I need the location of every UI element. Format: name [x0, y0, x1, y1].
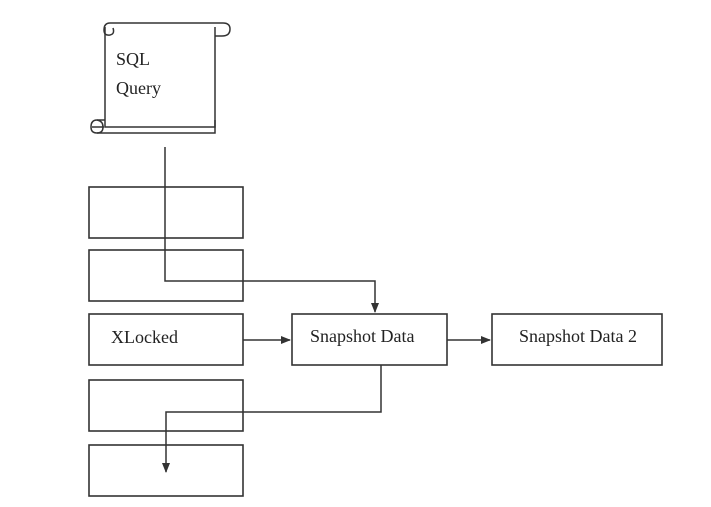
connectors	[162, 147, 491, 473]
stack-row-2	[88, 249, 244, 302]
scroll-label-line1: SQL	[116, 49, 150, 69]
scroll-bottom-roll	[90, 119, 216, 134]
scroll-label-line2: Query	[116, 78, 161, 98]
snapshot-data-2-box	[491, 313, 663, 366]
stack-row-locked	[88, 313, 244, 366]
stack-row-1	[88, 186, 244, 239]
snapshot-to-result-arrow	[162, 365, 382, 473]
snapshot-data-label: Snapshot Data	[310, 326, 414, 346]
scroll-body	[104, 27, 216, 128]
scroll-top-curl	[103, 22, 115, 36]
query-to-snapshot-arrow	[164, 147, 379, 313]
snapshot-data-box	[291, 313, 448, 366]
scroll-top-roll	[110, 22, 231, 37]
sql-query-scroll: SQL Query	[90, 22, 231, 134]
snapshot-chain: Snapshot Data Snapshot Data 2	[291, 313, 663, 366]
locked-row-label: XLocked	[111, 327, 178, 347]
snapshot-data-2-label: Snapshot Data 2	[519, 326, 637, 346]
